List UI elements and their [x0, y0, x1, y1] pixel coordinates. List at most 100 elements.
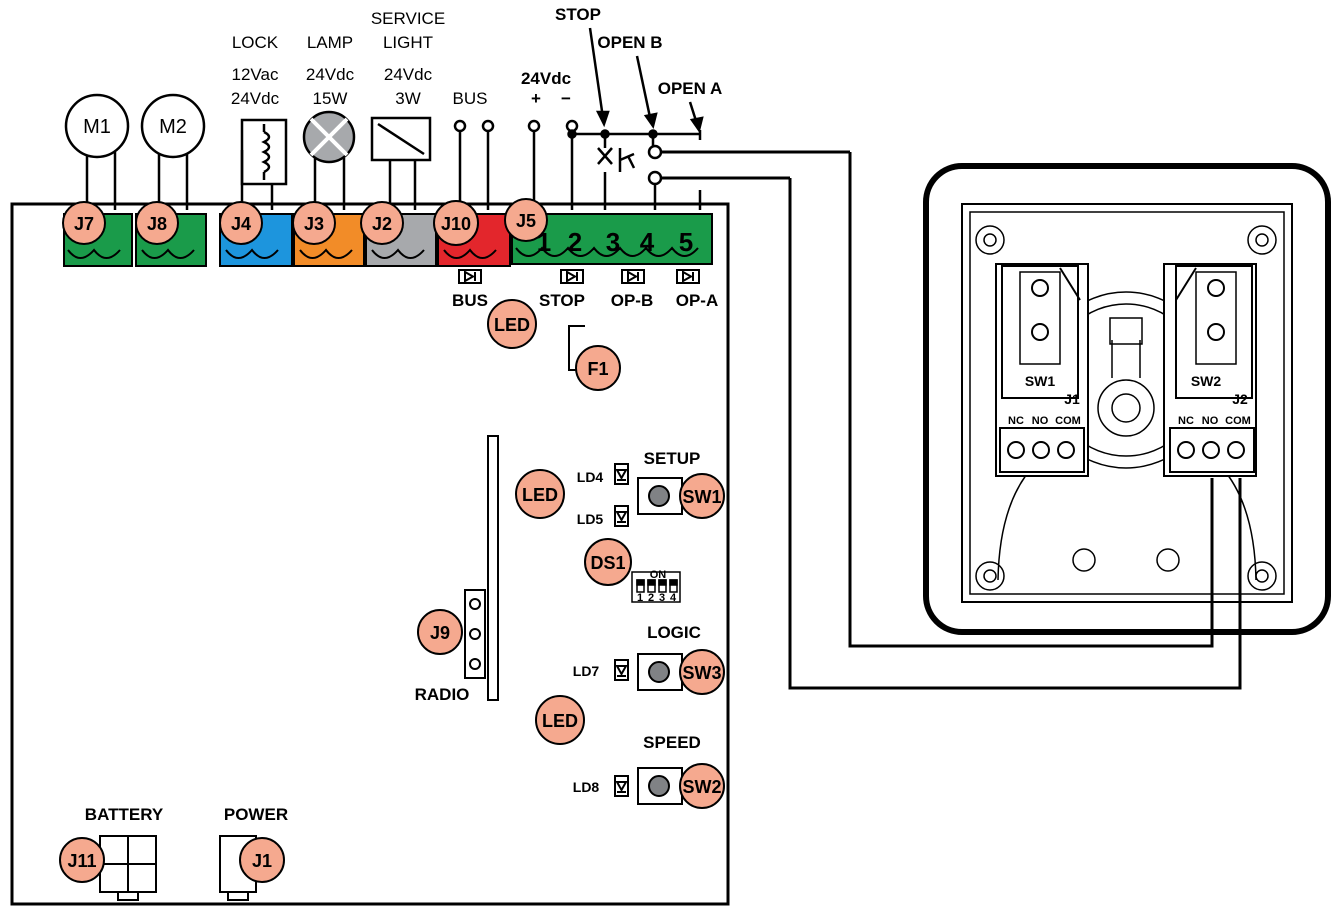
label-arrows [588, 27, 704, 133]
stop-led-icon [560, 269, 584, 284]
badge-led-2: LED [515, 469, 565, 519]
lock-voltage-ac: 12Vac [232, 65, 279, 84]
svg-text:F1: F1 [587, 359, 608, 379]
terminal-number-2: 2 [568, 227, 582, 257]
ld5-led-icon [614, 505, 629, 527]
badge-j3: J3 [292, 201, 336, 245]
lamp-voltage: 24Vdc [306, 65, 355, 84]
battery-connector-icon [99, 835, 157, 901]
dip-on-label: ON [650, 569, 667, 581]
motor-m2-label: M2 [159, 116, 187, 138]
service-power: 3W [395, 89, 421, 108]
svg-text:SW2: SW2 [682, 777, 721, 797]
sw2-button[interactable] [637, 767, 683, 805]
badge-j2: J2 [360, 201, 404, 245]
svg-text:SW1: SW1 [682, 487, 721, 507]
lock-voltage-dc: 24Vdc [231, 89, 280, 108]
terminal-label-opa: OP-A [676, 291, 719, 310]
badge-sw2: SW2 [679, 763, 725, 809]
badge-j7: J7 [62, 201, 106, 245]
open-a-label: OPEN A [658, 79, 723, 98]
radio-connector-j9 [464, 589, 486, 679]
stop-label: STOP [555, 5, 601, 24]
motor-m1: M1 [64, 93, 130, 210]
svg-text:J4: J4 [231, 214, 251, 234]
sw2-nc-label: NC [1178, 415, 1194, 427]
switch-sw1-label: SW1 [1025, 373, 1056, 389]
svg-text:J7: J7 [74, 214, 94, 234]
badge-j9: J9 [417, 609, 463, 655]
ld8-led-icon [614, 775, 629, 797]
badge-j11: J11 [59, 837, 105, 883]
sw2-no-label: NO [1202, 415, 1219, 427]
svg-text:J11: J11 [67, 851, 96, 871]
badge-sw3: SW3 [679, 649, 725, 695]
badge-j8: J8 [135, 201, 179, 245]
service-label: SERVICE [371, 9, 445, 28]
opa-led-icon [676, 269, 700, 284]
open-b-label: OPEN B [597, 33, 662, 52]
bus-led-icon [458, 269, 482, 284]
badge-ds1: DS1 [584, 538, 632, 586]
badge-j10: J10 [433, 200, 479, 246]
ld4-label: LD4 [577, 469, 604, 485]
badge-j5: J5 [504, 198, 548, 242]
badge-f1: F1 [575, 345, 621, 391]
svg-text:LED: LED [522, 485, 558, 505]
badge-led-1: LED [487, 299, 537, 349]
service-light-relay-icon [370, 116, 432, 210]
command-contacts [567, 129, 850, 210]
svg-text:J2: J2 [372, 214, 392, 234]
svg-text:J1: J1 [252, 851, 272, 871]
terminal-label-opb: OP-B [611, 291, 654, 310]
svg-text:LED: LED [494, 315, 530, 335]
switch-j1-label: J1 [1064, 391, 1080, 407]
svg-text:LED: LED [542, 711, 578, 731]
ld4-led-icon [614, 463, 629, 485]
terminal-number-4: 4 [640, 227, 655, 257]
dip-number-3: 3 [659, 592, 665, 604]
terminal-number-5: 5 [679, 227, 693, 257]
supply-plus: + [531, 89, 541, 108]
lock-coil-icon [240, 118, 288, 210]
sw1-nc-label: NC [1008, 415, 1024, 427]
lamp-power: 15W [313, 89, 348, 108]
radio-slot [487, 435, 499, 701]
logic-label: LOGIC [647, 623, 701, 642]
ld7-label: LD7 [573, 663, 600, 679]
radio-label: RADIO [415, 685, 470, 704]
opb-led-icon [621, 269, 645, 284]
top-labels: LOCK 12Vac 24Vdc LAMP 24Vdc 15W SERVICE … [231, 5, 722, 108]
limit-switch-wires [788, 152, 1242, 690]
svg-text:DS1: DS1 [590, 553, 625, 573]
svg-text:J9: J9 [430, 623, 450, 643]
service-voltage: 24Vdc [384, 65, 433, 84]
lamp-icon [302, 110, 356, 210]
supply-terminals [527, 119, 579, 210]
battery-label: BATTERY [85, 805, 164, 824]
svg-text:J5: J5 [516, 211, 536, 231]
terminal-label-stop: STOP [539, 291, 585, 310]
switch-j2-label: J2 [1232, 391, 1248, 407]
led-indicators [614, 463, 629, 797]
sw3-button[interactable] [637, 653, 683, 691]
service-light-label: LIGHT [383, 33, 433, 52]
supply-voltage: 24Vdc [521, 69, 571, 88]
svg-text:J10: J10 [441, 214, 471, 234]
svg-text:J8: J8 [147, 214, 167, 234]
terminal-number-3: 3 [606, 227, 620, 257]
ld8-label: LD8 [573, 779, 600, 795]
bus-top-label: BUS [453, 89, 488, 108]
badge-led-3: LED [535, 695, 585, 745]
control-board [10, 202, 730, 906]
speed-label: SPEED [643, 733, 701, 752]
dip-switch-ds1[interactable] [631, 571, 681, 603]
dip-number-1: 1 [637, 592, 643, 604]
lock-label: LOCK [232, 33, 279, 52]
dip-number-4: 4 [670, 592, 677, 604]
terminal-label-bus: BUS [452, 291, 488, 310]
ld7-led-icon [614, 659, 629, 681]
dip-number-2: 2 [648, 592, 654, 604]
sw1-button[interactable] [637, 477, 683, 515]
motor-m2: M2 [140, 93, 206, 210]
